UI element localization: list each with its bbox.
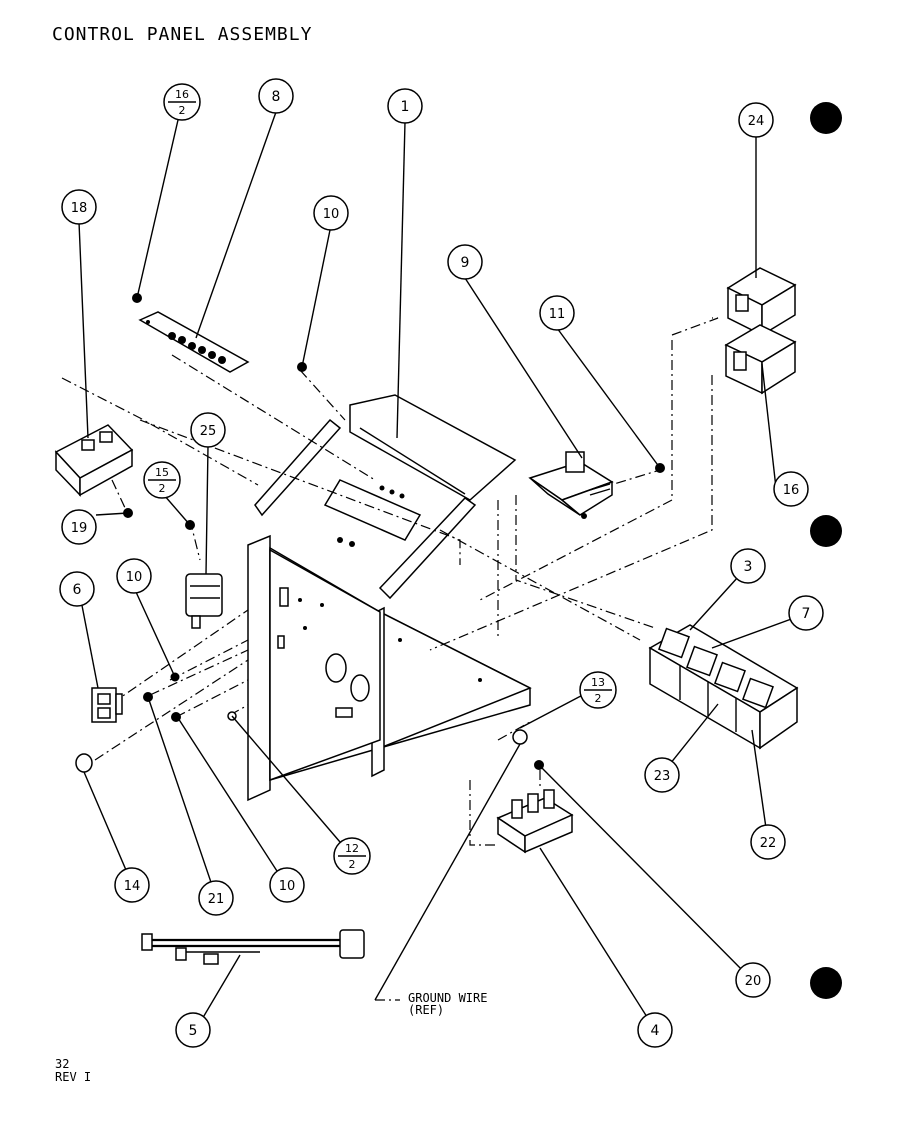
- svg-text:10: 10: [279, 879, 296, 894]
- terminal-block: [496, 789, 574, 854]
- relay-block: [54, 424, 134, 497]
- callout-3: 3: [730, 548, 766, 584]
- svg-text:11: 11: [549, 307, 566, 322]
- page-footer: 32 REV I: [55, 1058, 91, 1084]
- callout-10-bottom: 10: [269, 867, 305, 903]
- page-number: 32: [55, 1057, 70, 1071]
- svg-text:14: 14: [124, 879, 141, 894]
- ground-wire-label-line1: GROUND WIRE: [408, 991, 488, 1005]
- wire-connector: [185, 573, 223, 629]
- svg-text:7: 7: [802, 606, 811, 622]
- svg-text:15: 15: [155, 466, 169, 479]
- svg-text:9: 9: [461, 255, 470, 271]
- revision: REV I: [55, 1070, 92, 1084]
- ground-wire-label: GROUND WIRE (REF): [408, 992, 487, 1016]
- rocker-switch: [91, 687, 123, 723]
- svg-text:2: 2: [349, 858, 356, 871]
- svg-text:12: 12: [345, 842, 359, 855]
- callout-fraction-13-2: 132: [579, 671, 617, 709]
- callout-10-left: 10: [116, 558, 152, 594]
- callout-10-top: 10: [313, 195, 349, 231]
- callout-1: 1: [387, 88, 423, 124]
- ground-screw: [512, 729, 528, 745]
- svg-text:2: 2: [179, 104, 186, 117]
- svg-text:5: 5: [189, 1023, 198, 1039]
- svg-text:21: 21: [208, 892, 225, 907]
- svg-text:13: 13: [591, 676, 605, 689]
- leader-lines: [78, 111, 806, 1029]
- svg-text:8: 8: [272, 89, 281, 105]
- svg-text:6: 6: [73, 582, 82, 598]
- callout-18: 18: [61, 189, 97, 225]
- svg-text:3: 3: [744, 559, 753, 575]
- callout-19: 19: [61, 509, 97, 545]
- svg-text:16: 16: [783, 483, 800, 498]
- transformer: [528, 451, 614, 519]
- callout-fraction-12-2: 122: [333, 837, 371, 875]
- svg-text:25: 25: [200, 424, 217, 439]
- svg-text:1: 1: [401, 99, 410, 115]
- callout-14: 14: [114, 867, 150, 903]
- callout-fraction-16-2: 162: [163, 83, 201, 121]
- switch-bank: [648, 624, 799, 750]
- switch-box-lower: [724, 324, 797, 395]
- callout-8: 8: [258, 78, 294, 114]
- callout-11: 11: [539, 295, 575, 331]
- svg-text:4: 4: [651, 1023, 660, 1039]
- registration-dot: [810, 967, 842, 999]
- wire-harness: [141, 929, 365, 965]
- callout-21: 21: [198, 880, 234, 916]
- svg-text:2: 2: [159, 482, 166, 495]
- callout-4: 4: [637, 1012, 673, 1048]
- callout-20: 20: [735, 962, 771, 998]
- control-panel-chassis: [247, 394, 532, 802]
- callout-9: 9: [447, 244, 483, 280]
- callout-24: 24: [738, 102, 774, 138]
- callout-23: 23: [644, 757, 680, 793]
- svg-text:2: 2: [595, 692, 602, 705]
- registration-dot: [810, 515, 842, 547]
- switch-box-upper: [726, 267, 797, 337]
- svg-text:23: 23: [654, 769, 671, 784]
- registration-dot: [810, 102, 842, 134]
- terminal-strip: [138, 311, 250, 373]
- ground-wire-label-line2: (REF): [408, 1003, 445, 1017]
- plug-button: [75, 753, 93, 773]
- svg-text:22: 22: [760, 836, 777, 851]
- svg-text:16: 16: [175, 88, 189, 101]
- assembly-lines: [61, 317, 719, 1001]
- callout-16: 16: [773, 471, 809, 507]
- callout-5: 5: [175, 1012, 211, 1048]
- svg-text:24: 24: [748, 114, 765, 129]
- svg-text:18: 18: [71, 201, 88, 216]
- callout-6: 6: [59, 571, 95, 607]
- svg-text:10: 10: [126, 570, 143, 585]
- callout-22: 22: [750, 824, 786, 860]
- page-title: CONTROL PANEL ASSEMBLY: [52, 24, 313, 45]
- svg-text:20: 20: [745, 974, 762, 989]
- svg-text:19: 19: [71, 521, 88, 536]
- svg-text:10: 10: [323, 207, 340, 222]
- callout-7: 7: [788, 595, 824, 631]
- callout-25: 25: [190, 412, 226, 448]
- callout-fraction-15-2: 152: [143, 461, 181, 499]
